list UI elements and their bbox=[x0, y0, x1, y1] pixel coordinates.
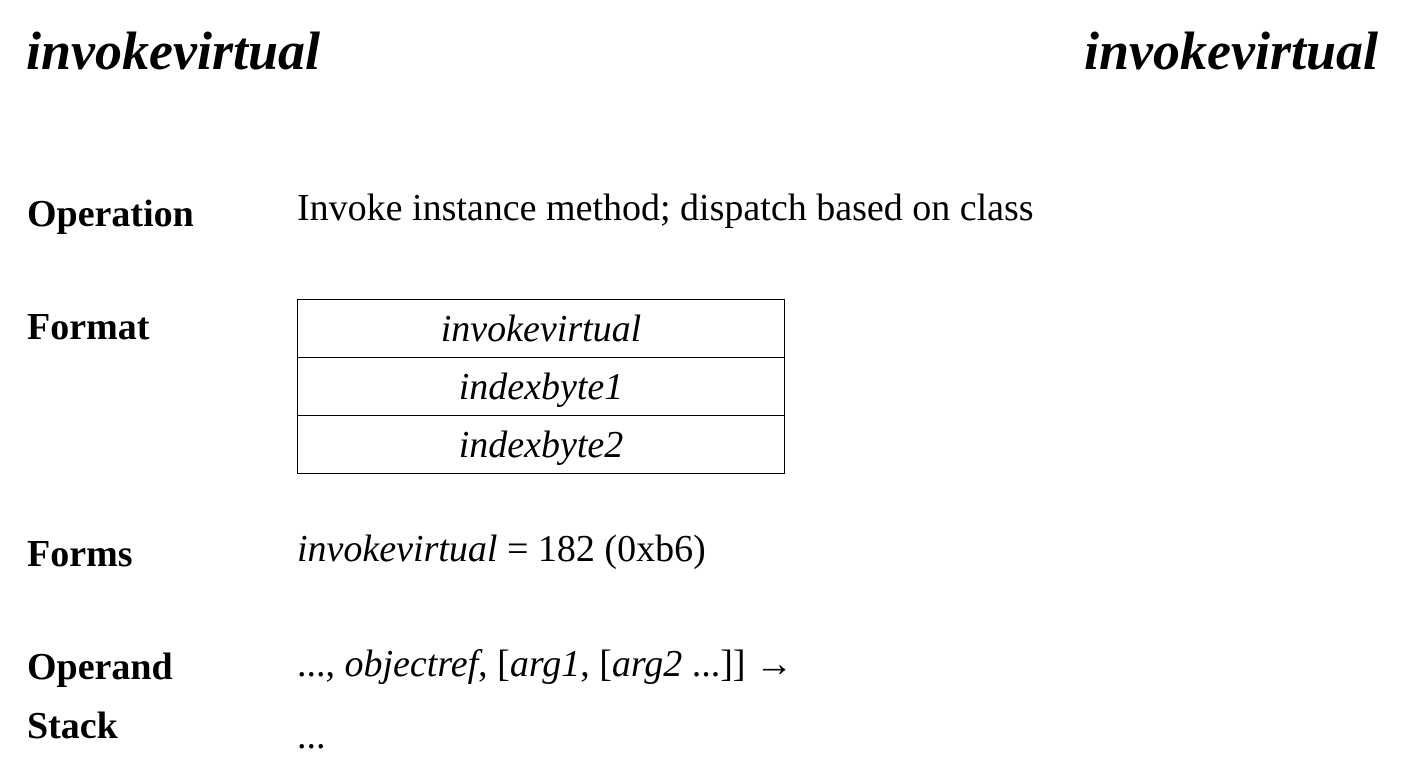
format-table: invokevirtual indexbyte1 indexbyte2 bbox=[297, 299, 785, 474]
operation-text: Invoke instance method; dispatch based o… bbox=[297, 187, 1034, 229]
forms-label: Forms bbox=[27, 533, 133, 575]
header-title-left: invokevirtual bbox=[26, 21, 320, 81]
stack-suffix: ...]] → bbox=[682, 643, 794, 685]
operand-stack-label-line1: Operand bbox=[27, 646, 173, 688]
stack-sep2: , [ bbox=[580, 643, 612, 685]
operation-label: Operation bbox=[27, 193, 194, 235]
format-row-opcode: invokevirtual bbox=[298, 300, 784, 358]
stack-arg1: arg1 bbox=[509, 643, 581, 685]
stack-arg2: arg2 bbox=[611, 643, 683, 685]
operand-stack-after: ... bbox=[297, 715, 326, 757]
forms-opcode: invokevirtual bbox=[297, 528, 498, 570]
stack-prefix: ..., bbox=[297, 643, 345, 685]
header-title-right: invokevirtual bbox=[1084, 21, 1378, 81]
forms-value: = 182 (0xb6) bbox=[497, 528, 706, 570]
stack-sep1: , [ bbox=[478, 643, 510, 685]
forms-text: invokevirtual = 182 (0xb6) bbox=[297, 525, 706, 573]
format-row-indexbyte2: indexbyte2 bbox=[458, 423, 624, 466]
operand-stack-before: ..., objectref, [arg1, [arg2 ...]] → bbox=[297, 640, 793, 688]
format-label: Format bbox=[27, 306, 150, 348]
operand-stack-label-line2: Stack bbox=[27, 705, 118, 747]
format-row-indexbyte1: indexbyte1 bbox=[298, 358, 784, 416]
stack-objectref: objectref bbox=[344, 643, 479, 685]
